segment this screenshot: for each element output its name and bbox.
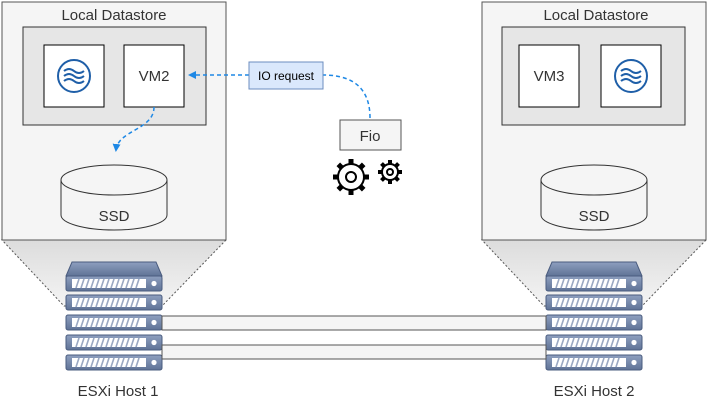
server-rack-icon (65, 261, 163, 371)
gears-icon (333, 159, 402, 195)
network-link (161, 315, 547, 331)
datastore-label: Local Datastore (61, 7, 166, 24)
disk-label: SSD (99, 208, 130, 225)
host-label: ESXi Host 1 (78, 383, 159, 400)
network-link (161, 344, 547, 360)
fio-box (339, 119, 402, 151)
vmware-logo-icon (614, 59, 648, 93)
disk-label: SSD (579, 208, 610, 225)
ssd-disk-icon (540, 164, 648, 231)
network-links (161, 315, 547, 360)
vm-to-disk-arrow (112, 106, 155, 152)
io-request-label-box (248, 61, 324, 90)
vm-label: VM2 (139, 68, 170, 85)
io-request-arrow (322, 74, 371, 119)
host-label: ESXi Host 2 (554, 383, 635, 400)
ssd-disk-icon (60, 164, 168, 231)
datastore-label: Local Datastore (543, 7, 648, 24)
fio-label: Fio (360, 128, 381, 145)
vm-label: VM3 (534, 68, 565, 85)
server-rack-icon (545, 261, 643, 371)
host-2: Local Datastore VM3 SSD ESXi Host 2 (480, 1, 708, 400)
vmware-logo-icon (57, 59, 91, 93)
io-request-label: IO request (258, 69, 315, 83)
vm-box (518, 44, 580, 108)
vm-box (123, 44, 185, 108)
host-1: Local Datastore VM2 SSD ESXi Host 1 (0, 1, 228, 400)
